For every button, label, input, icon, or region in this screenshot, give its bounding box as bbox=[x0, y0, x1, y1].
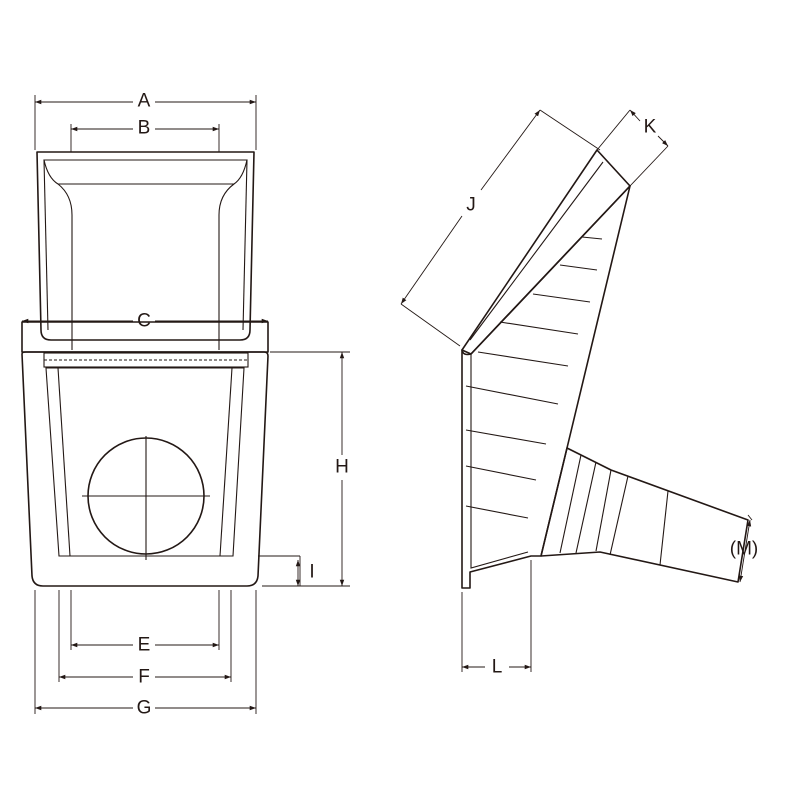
front-lid-outline bbox=[36, 151, 255, 341]
dim-label-c: C bbox=[137, 311, 151, 332]
front-box-inner bbox=[45, 367, 245, 557]
front-lid-right-rib bbox=[218, 183, 235, 350]
side-view bbox=[461, 149, 749, 589]
side-dimensions: J K L (M) bbox=[400, 109, 758, 678]
dim-label-m: (M) bbox=[730, 539, 758, 560]
dim-label-j: J bbox=[466, 195, 476, 216]
dim-label-g: G bbox=[137, 698, 152, 719]
side-lid-outline bbox=[461, 149, 631, 356]
front-box-outline bbox=[21, 351, 269, 587]
side-outlet-pipe bbox=[540, 447, 749, 583]
dim-label-h: H bbox=[335, 457, 349, 478]
dim-label-a: A bbox=[138, 91, 151, 112]
dim-label-i: I bbox=[309, 562, 314, 583]
front-lid-inner bbox=[43, 159, 248, 185]
front-lid-left-rib bbox=[57, 183, 73, 350]
front-lid-left-edge bbox=[43, 159, 49, 331]
front-box-inner-right bbox=[219, 367, 233, 557]
front-flange bbox=[21, 321, 269, 353]
dim-label-e: E bbox=[138, 635, 151, 656]
dim-label-l: L bbox=[492, 657, 503, 678]
dim-label-k: K bbox=[644, 117, 657, 138]
side-outlet-steps bbox=[559, 454, 669, 566]
side-body-outline bbox=[461, 185, 631, 589]
front-view bbox=[21, 151, 300, 587]
dim-label-b: B bbox=[138, 118, 151, 139]
front-box-inner-left bbox=[57, 367, 71, 557]
side-lid-inner-edge bbox=[469, 161, 604, 341]
side-lid-top-edge bbox=[596, 149, 631, 187]
side-ribs bbox=[465, 236, 603, 519]
front-flange-lip bbox=[43, 352, 249, 368]
front-dimensions: A B C H I E F bbox=[22, 91, 350, 719]
side-body-inner bbox=[470, 354, 529, 569]
dim-label-f: F bbox=[138, 667, 150, 688]
front-lid-right-edge bbox=[242, 159, 248, 331]
